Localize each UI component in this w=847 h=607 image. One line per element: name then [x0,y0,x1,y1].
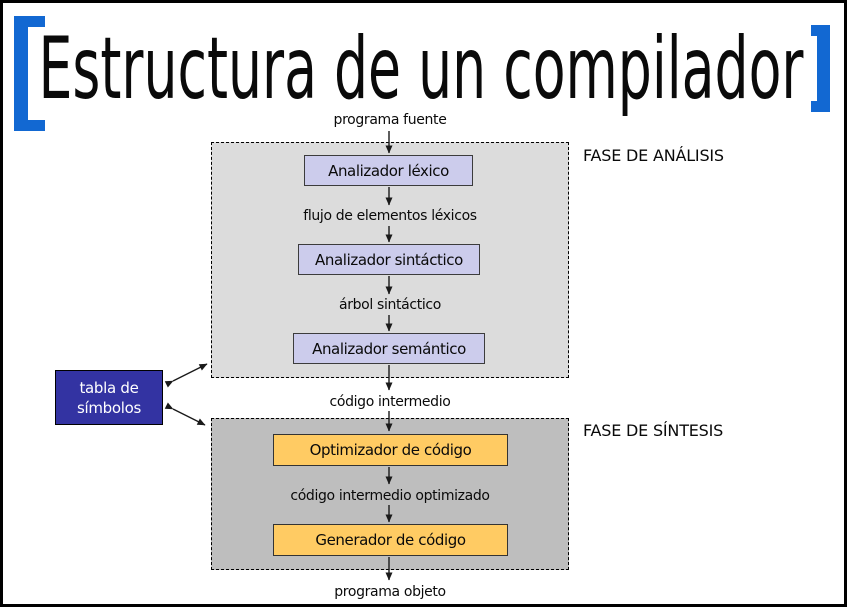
label-programa-fuente: programa fuente [333,112,447,128]
box-analizador-lexico: Analizador léxico [304,155,473,186]
box-label: Analizador sintáctico [315,250,463,269]
box-label: Analizador semántico [312,339,466,358]
arrow-symbol-table-synthesis [164,402,206,426]
box-label: Optimizador de código [309,441,472,459]
box-generador-codigo: Generador de código [273,524,508,556]
symbol-table-box: tabla de símbolos [55,370,163,425]
box-label: Generador de código [315,531,466,549]
label-codigo-intermedio: código intermedio [329,394,451,410]
label-codigo-intermedio-optimizado: código intermedio optimizado [290,488,490,504]
title-area: Estructura de un compilador [39,19,804,119]
label-flujo-elementos-lexicos: flujo de elementos léxicos [303,208,477,224]
box-analizador-sintactico: Analizador sintáctico [298,244,480,275]
label-programa-objeto: programa objeto [334,584,446,600]
box-optimizador-codigo: Optimizador de código [273,434,508,466]
synthesis-phase-label: FASE DE SÍNTESIS [583,421,724,440]
analysis-phase-label: FASE DE ANÁLISIS [583,146,724,165]
arrow-symbol-table-analysis [164,363,208,388]
bracket-right-decoration [811,25,830,112]
label-arbol-sintactico: árbol sintáctico [339,297,441,313]
box-label: Analizador léxico [328,161,449,180]
bracket-left-decoration [14,16,45,131]
page-title: Estructura de un compilador [39,19,804,119]
box-analizador-semantico: Analizador semántico [293,333,485,364]
